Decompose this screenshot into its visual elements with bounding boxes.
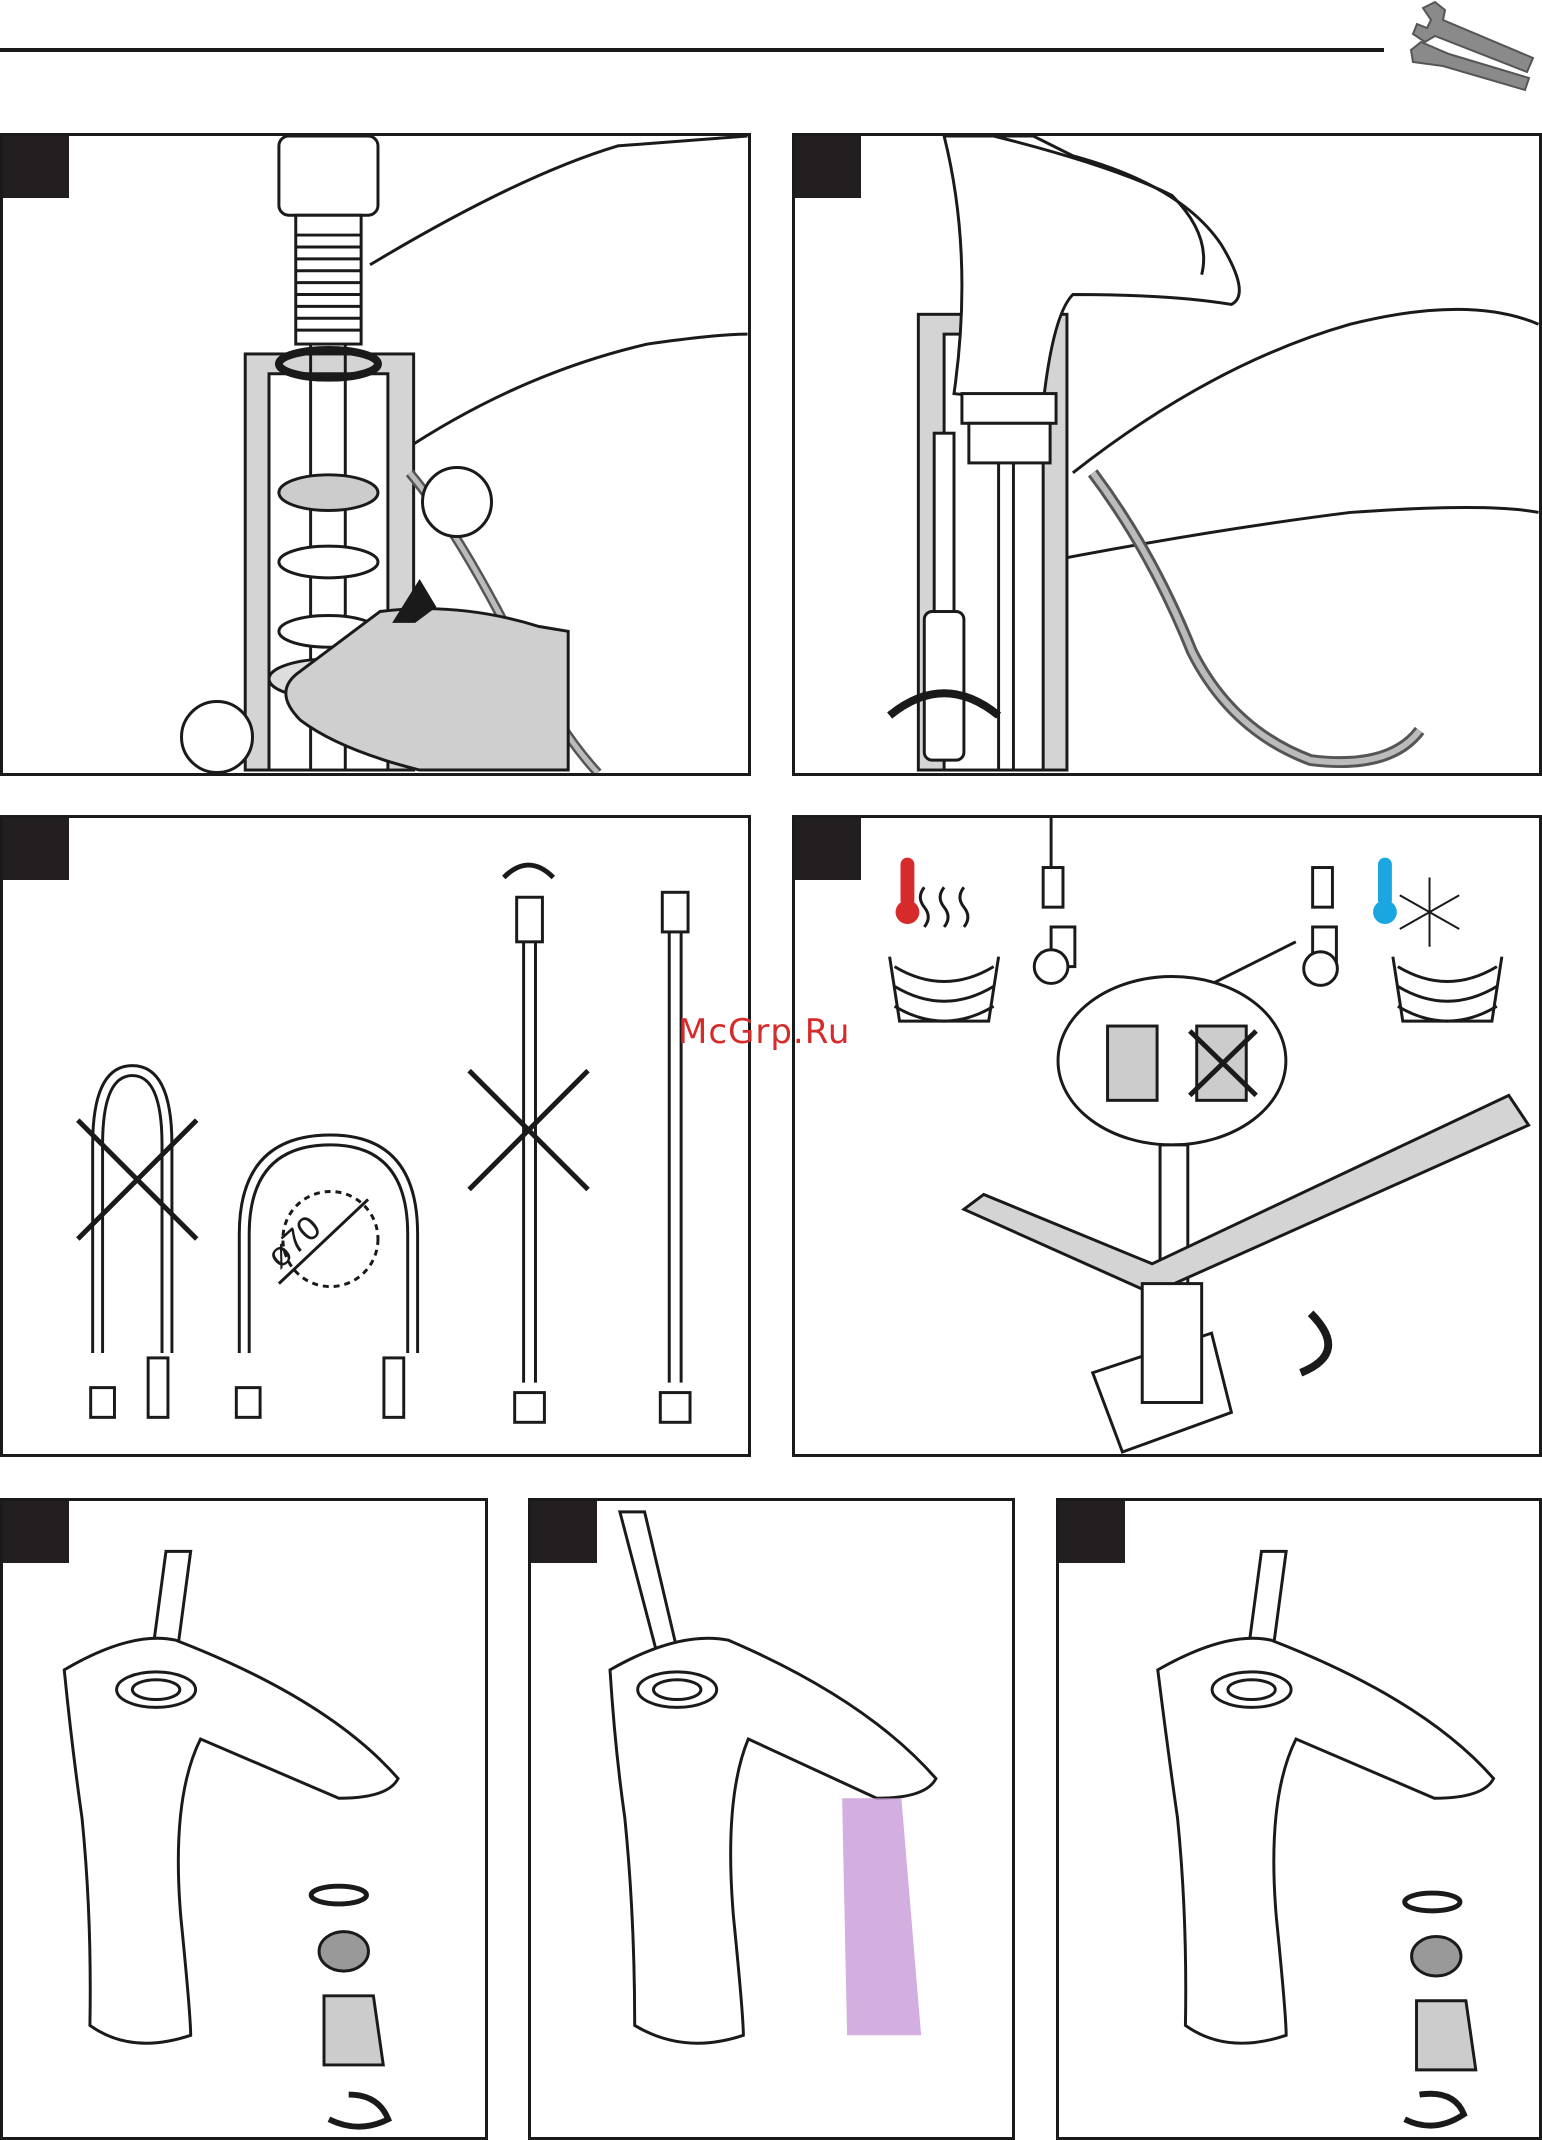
step-circle-b [180, 700, 254, 774]
screwdriver-tightening-panel [792, 133, 1542, 776]
faucet-illustration [3, 1501, 485, 2137]
flushing-panel [528, 1498, 1015, 2140]
wrench-screwdriver-icon [1405, 0, 1542, 92]
faucet-flush-illustration [531, 1501, 1012, 2137]
hose-illustration [3, 818, 748, 1454]
faucet-install-illustration [1059, 1501, 1539, 2137]
aerator-removal-panel [0, 1498, 488, 2140]
step-circle-a [421, 466, 493, 538]
header-rule [0, 48, 1384, 52]
hose-bending-panel: ø70 [0, 815, 751, 1457]
hot-cold-connection-panel [792, 815, 1542, 1457]
fitting-illustration [3, 136, 748, 773]
snowflake-icon [1400, 877, 1459, 946]
connection-illustration [795, 818, 1539, 1454]
water-flow [842, 1798, 921, 2035]
aerator-install-panel [1056, 1498, 1542, 2140]
watermark: McGrp.Ru [678, 1012, 850, 1052]
screwdriver-illustration [795, 136, 1539, 773]
thermometer-cold-icon [1378, 858, 1392, 908]
thermometer-hot-icon [901, 858, 915, 908]
fitting-mounting-panel [0, 133, 751, 776]
